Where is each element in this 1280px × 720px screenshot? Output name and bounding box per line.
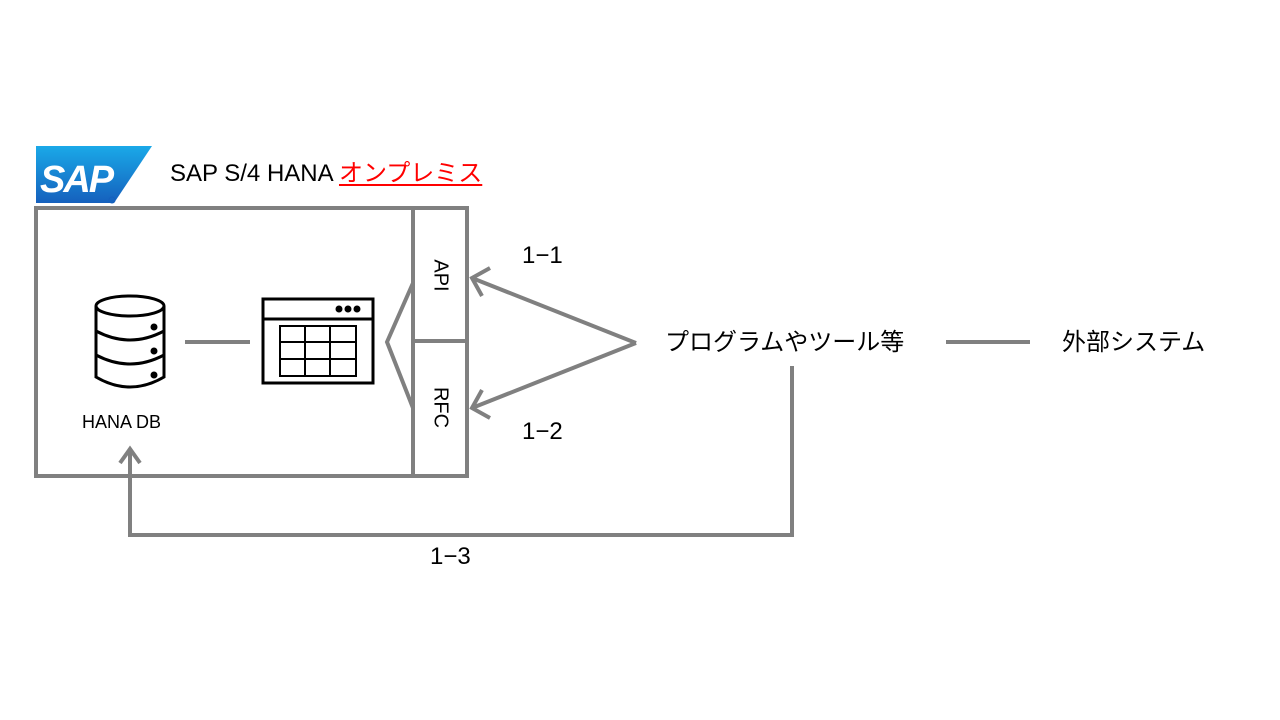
arrow-1-2 (469, 341, 637, 420)
hana-db-label: HANA DB (82, 412, 162, 432)
page-title: SAP S/4 HANA オンプレミス (170, 162, 482, 186)
application-window-icon (261, 297, 375, 385)
connection-label-1-1: 1−1 (522, 242, 563, 269)
api-label: API (429, 259, 452, 292)
title-highlight: オンプレミス (338, 160, 483, 187)
external-system-node: 外部システム (1062, 329, 1206, 356)
sap-logo: SAP (36, 146, 152, 204)
arrow-1-1 (469, 266, 637, 345)
program-node: プログラムやツール等 (665, 329, 905, 356)
title-text: SAP S/4 HANA (170, 160, 333, 187)
app-interface-chevron (384, 282, 415, 409)
sap-system-box (34, 206, 469, 478)
connection-label-1-2: 1−2 (522, 418, 563, 445)
connection-label-1-3: 1−3 (430, 543, 471, 570)
rfc-label: RFC (429, 386, 452, 429)
svg-text:SAP: SAP (40, 159, 115, 201)
arrow-1-3 (118, 366, 794, 537)
database-icon (94, 294, 166, 389)
